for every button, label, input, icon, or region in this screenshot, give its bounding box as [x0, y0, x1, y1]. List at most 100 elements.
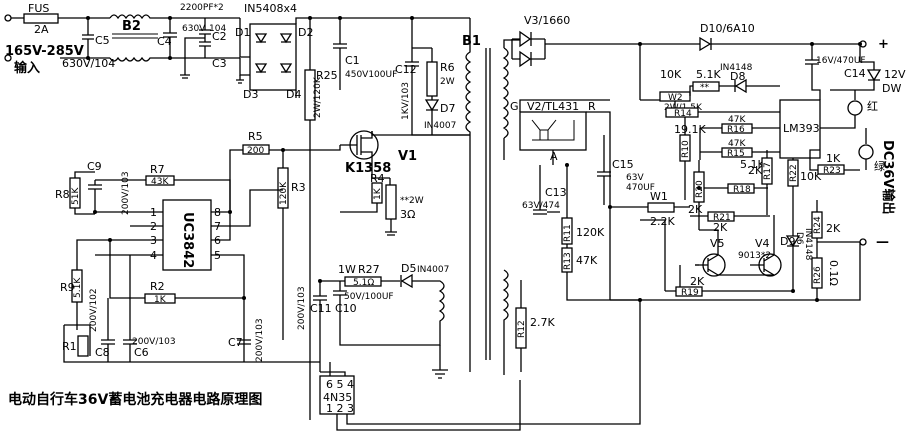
output-minus: — [876, 235, 889, 250]
w1-value: 2.2K [650, 215, 675, 228]
c15-label: C15 [612, 158, 634, 171]
r22-label: R22 [789, 164, 799, 182]
c8-value: 200V/102 [89, 288, 99, 332]
sense-resistor [385, 184, 397, 220]
r4-value: 1K [373, 187, 383, 200]
d8-label: D8 [730, 70, 745, 83]
lm393-label: LM393 [783, 122, 820, 135]
r5-value: 200 [247, 146, 264, 156]
c2-label: C2 [212, 30, 227, 43]
c13-value: 63V/474 [522, 201, 560, 211]
c14-value: 16V/470UF [816, 56, 866, 66]
indicator-section: 16V/470UF C14 12V DW 红 绿 [805, 44, 906, 173]
c8-label: C8 [95, 346, 110, 359]
capacitor-c6 [123, 255, 137, 362]
trimmer-w1 [647, 202, 675, 213]
ic-name: UC3842 [180, 212, 195, 268]
r14-label: R14 [674, 109, 692, 119]
output-minus-terminal [859, 238, 867, 246]
input-terminal-top [4, 14, 12, 22]
dw-label: DW [882, 82, 901, 95]
c15-v2: 470UF [626, 183, 655, 193]
r10-label: R10 [681, 140, 691, 158]
r26-label: R26 [813, 266, 823, 284]
c7-label: C7 [228, 336, 243, 349]
diode-v3-a [519, 30, 532, 48]
transformer-b1: B1 [462, 18, 520, 375]
resistor-r6 [426, 61, 438, 97]
r5b-value: 5.1K [696, 68, 721, 81]
c1-value: 450V100UF [345, 70, 397, 80]
input-section: FUS 2A 165V-285V 输入 C5 630V/104 B2 C4 63… [4, 2, 240, 79]
c11-label: C11 [310, 302, 332, 315]
lm393-ic [779, 99, 821, 159]
c10-value: 50V/100UF [344, 292, 394, 302]
capacitor-c7 [237, 339, 251, 352]
zener-dw [866, 69, 882, 82]
c14-label: C14 [844, 67, 866, 80]
r23-value: 1K [826, 152, 841, 165]
c12-value: 1KV/103 [401, 82, 411, 120]
d6-label: D6 [794, 232, 804, 245]
r23-label: R23 [823, 166, 841, 176]
oc-name: 4N35 [323, 391, 352, 404]
choke-b2-bottom [109, 56, 178, 62]
v5-label: V5 [710, 237, 725, 250]
tl431-label: V2/TL431 [527, 100, 579, 113]
r12-label: R12 [517, 320, 527, 338]
d5-label: D5 [401, 262, 416, 275]
c4-value: 630V [182, 24, 206, 34]
r11-label: R11 [563, 224, 573, 242]
capacitor-c14 [805, 44, 821, 100]
c6-value: 200V/103 [132, 337, 176, 347]
c11-value: 200V/103 [297, 286, 307, 330]
oc-top-pins: 6 5 4 [326, 378, 354, 391]
tl431-box [519, 111, 587, 151]
junctions [86, 16, 862, 302]
star-mark: ** [700, 83, 710, 93]
auxiliary-supply: 1W R27 5.1Ω D5 IN4007 C11 C10 50V/100UF … [297, 262, 449, 379]
c1-label: C1 [345, 54, 360, 67]
c3-label: C3 [212, 57, 227, 70]
r1-label: R1 [62, 340, 77, 353]
r8-value: 51K [71, 187, 81, 205]
diode-d10 [699, 36, 712, 52]
r25-label: R25 [316, 69, 338, 82]
r17-label: R17 [763, 162, 773, 180]
c15-v1: 63V [626, 173, 644, 183]
r19-value: 2K [690, 275, 705, 288]
capacitor-c15 [597, 135, 611, 205]
optocoupler-4n35: 6 5 4 4N35 1 2 3 [319, 300, 641, 431]
d8-value: IN4148 [720, 63, 753, 73]
w1-label: W1 [650, 190, 668, 203]
r5-label: R5 [248, 130, 263, 143]
led-green [858, 144, 874, 160]
input-caption: 输入 [14, 60, 40, 76]
c2-value: 104 [209, 24, 226, 34]
bridge-value: IN5408x4 [244, 2, 297, 15]
r3-label: R3 [291, 181, 306, 194]
output-label: DC36V输出 [880, 140, 896, 214]
b2-label: B2 [122, 19, 141, 34]
led-green-label: 绿 [874, 159, 885, 173]
r18-value: 5.1K [740, 158, 765, 171]
c5-value: 630V/104 [62, 57, 115, 70]
r8-label: R8 [55, 188, 70, 201]
input-terminal-bottom [4, 54, 12, 62]
c9-label: C9 [87, 160, 102, 173]
r16-value: 47K [728, 115, 746, 125]
d2-label: D2 [298, 26, 313, 39]
dw-voltage: 12V [884, 68, 906, 81]
v3-label: V3/1660 [524, 14, 570, 27]
resistor-r1 [77, 335, 89, 357]
feedback-regulator: V2/TL431 G R A C13 63V/474 R11 120K R13 … [510, 99, 690, 372]
r21-label: R21 [713, 213, 731, 223]
pwm-controller: UC3842 1 2 3 4 8 7 6 5 R7 43K C9 200V/10… [55, 160, 320, 363]
r9-label: R9 [60, 281, 75, 294]
fuse-name: FUS [28, 2, 49, 15]
r20-value: 2K [688, 203, 703, 216]
r6-value: 2W [440, 77, 455, 87]
r27-label: R27 [358, 263, 380, 276]
diode-d2 [279, 33, 293, 44]
uc3842-ic [162, 199, 212, 271]
